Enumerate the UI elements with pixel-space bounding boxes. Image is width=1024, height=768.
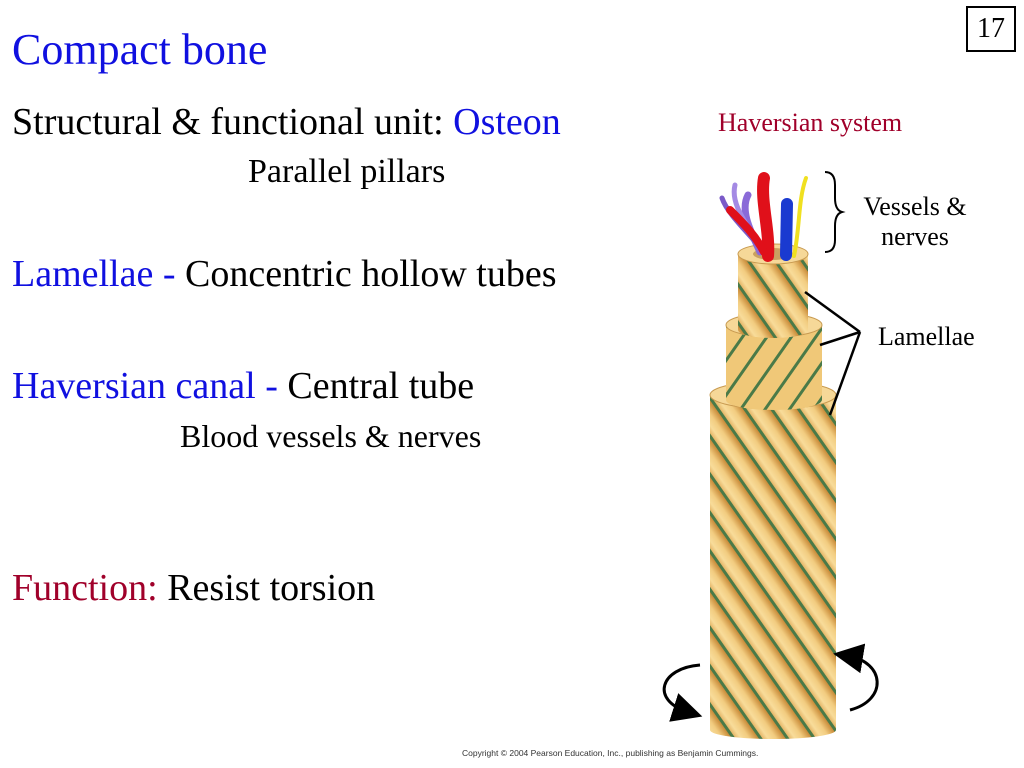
lamellae-leader-lines	[804, 290, 862, 416]
canal-line: Haversian canal - Central tube	[12, 364, 474, 408]
lamellae-line: Lamellae - Concentric hollow tubes	[12, 252, 557, 296]
lamellae-description: Concentric hollow tubes	[185, 253, 557, 295]
unit-label: Structural & functional unit:	[12, 101, 454, 143]
canal-subdescription: Blood vessels & nerves	[180, 418, 482, 454]
lamellae-figure-label: Lamellae	[878, 322, 975, 351]
osteon-term: Osteon	[453, 101, 561, 143]
canal-term: Haversian canal -	[12, 365, 288, 407]
osteon-description: Parallel pillars	[248, 153, 446, 190]
torsion-arrow-right	[833, 643, 879, 712]
lamellae-term: Lamellae -	[12, 253, 186, 295]
slide-title: Compact bone	[12, 25, 268, 74]
canal-description: Central tube	[287, 365, 475, 407]
outer-lamella	[709, 380, 837, 739]
vessels-brace	[824, 171, 846, 253]
slide-number: 17	[966, 6, 1016, 52]
function-description: Resist torsion	[167, 567, 376, 609]
function-line: Function: Resist torsion	[12, 566, 375, 610]
torsion-arrow-left	[662, 663, 703, 722]
vessels-label-line1: Vessels &	[863, 192, 967, 221]
vessels-label-line2: nerves	[881, 222, 949, 251]
vessels-and-nerves	[719, 172, 808, 262]
copyright-notice: Copyright © 2004 Pearson Education, Inc.…	[462, 748, 759, 758]
figure-title: Haversian system	[718, 108, 903, 137]
osteon-line: Structural & functional unit: Osteon	[12, 100, 561, 144]
vessels-nerves-label: Vessels & nerves	[840, 192, 990, 252]
function-term: Function:	[12, 567, 168, 609]
